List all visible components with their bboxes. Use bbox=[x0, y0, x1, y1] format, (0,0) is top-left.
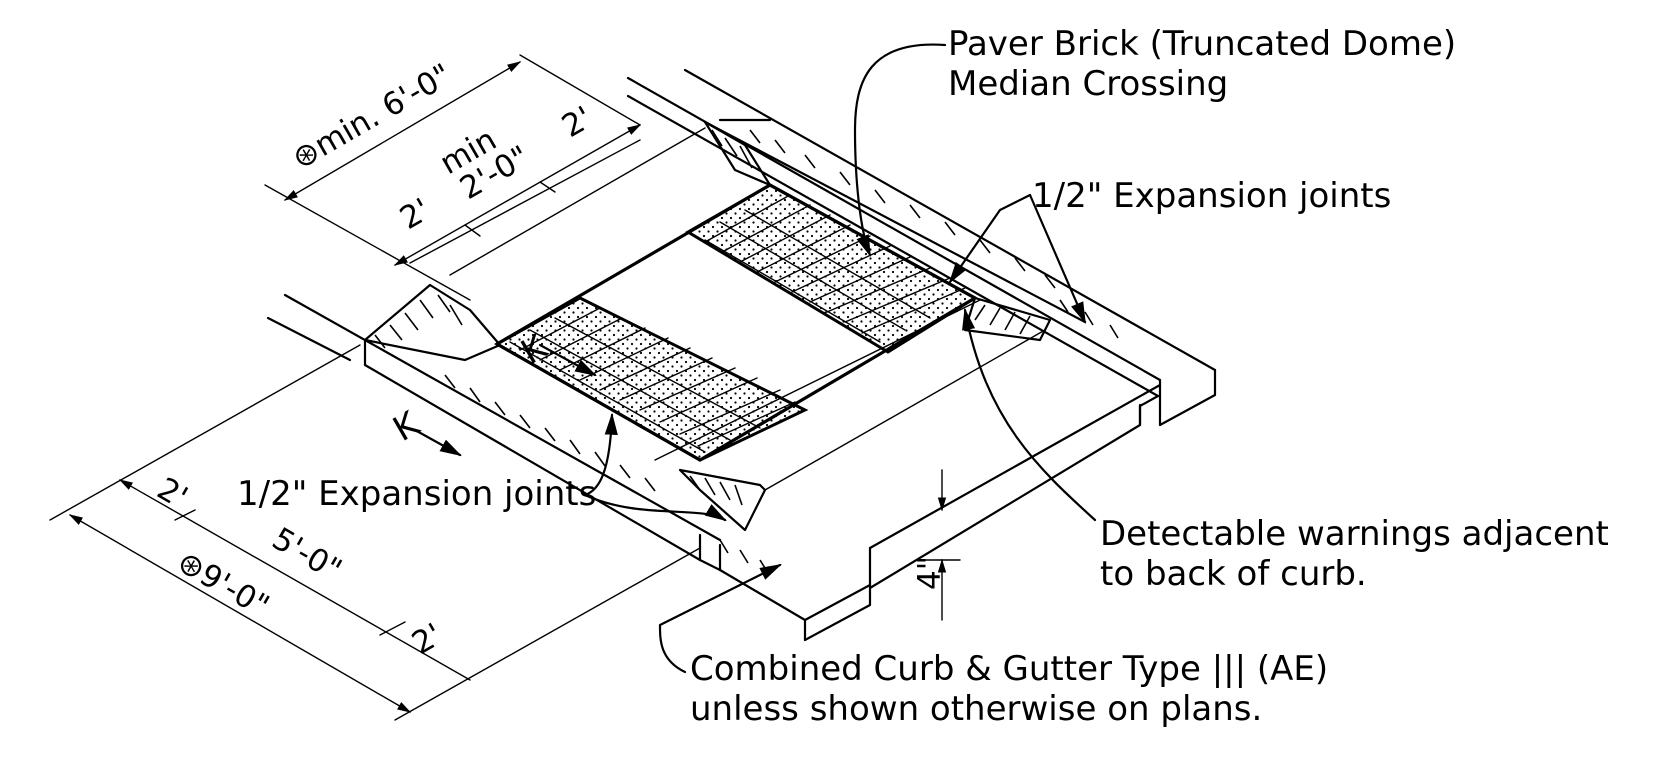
label-detectable-warnings: Detectable warnings adjacent bbox=[1100, 514, 1609, 554]
dim-four-inch: 4" bbox=[912, 556, 948, 590]
dim-min-six-feet: ⊛min. 6'-0" bbox=[286, 57, 458, 177]
dimension-lines bbox=[49, 54, 961, 721]
dim-five-zero: 5'-0" bbox=[266, 521, 348, 589]
detectable-warning-lower bbox=[493, 296, 809, 462]
leader-lines bbox=[413, 43, 1097, 674]
curb-ramp-right-top bbox=[703, 120, 772, 187]
dim-two-ft-c: 2' bbox=[151, 471, 193, 516]
section-mark-lower: K bbox=[387, 403, 428, 450]
label-expansion-joints-left: 1/2" Expansion joints bbox=[237, 474, 596, 514]
label-paver-brick: Paver Brick (Truncated Dome) bbox=[948, 24, 1456, 64]
dim-nine-zero: ⊛9'-0" bbox=[171, 544, 275, 625]
label-combined-curb: Combined Curb & Gutter Type ||| (AE) bbox=[690, 649, 1328, 689]
label-back-of-curb: to back of curb. bbox=[1100, 554, 1367, 594]
dim-two-ft-a: 2' bbox=[394, 192, 436, 237]
label-median-crossing: Median Crossing bbox=[948, 64, 1228, 104]
slab-outlines bbox=[266, 68, 1217, 642]
dim-two-ft-d: 2' bbox=[406, 617, 448, 662]
label-unless-shown: unless shown otherwise on plans. bbox=[690, 689, 1262, 729]
curb-ramp-left bbox=[363, 283, 502, 362]
label-expansion-joints-top: 1/2" Expansion joints bbox=[1032, 176, 1391, 216]
curb-ramp-bottom bbox=[678, 468, 767, 532]
dim-two-ft-b: 2' bbox=[556, 100, 598, 145]
